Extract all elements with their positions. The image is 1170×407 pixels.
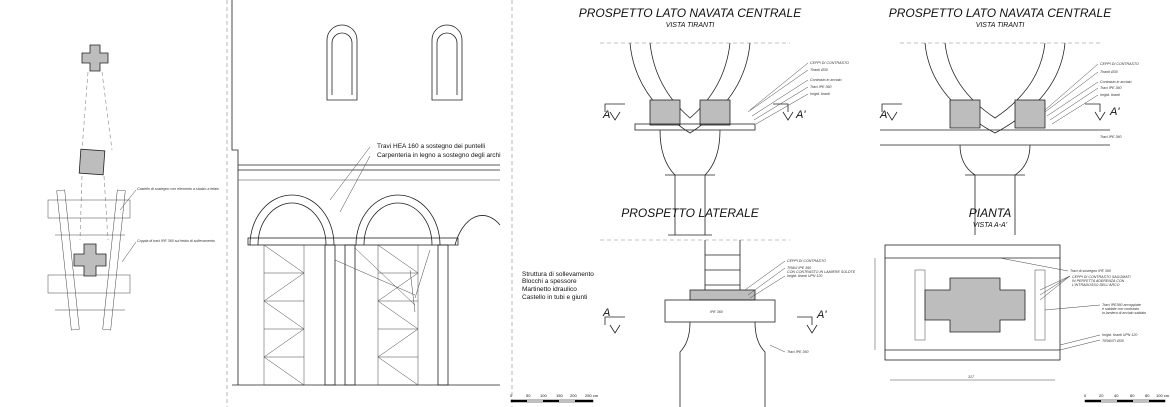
callout: Travi IPE360 accoppiate bbox=[1102, 303, 1141, 307]
scale-tick: 80 bbox=[1145, 393, 1150, 398]
panel-prospetto-laterale: PROSPETTO LATERALE IPE 360 A A' CEPPI DI… bbox=[600, 206, 856, 407]
elevation-label: Martinetto idraulico bbox=[522, 286, 577, 293]
callout: Tiranti Ø30 bbox=[1100, 70, 1118, 74]
panel-subtitle: VISTA A-A' bbox=[973, 222, 1008, 229]
callout: L'INTRADOSSO DELL'ARCO bbox=[1072, 283, 1120, 287]
section-marker: A bbox=[602, 109, 610, 121]
callout: Contrasto in acciaio bbox=[810, 78, 842, 82]
scale-tick: 50 bbox=[526, 393, 531, 398]
scale-tick: 20 bbox=[1099, 393, 1104, 398]
section-marker: A' bbox=[795, 109, 806, 121]
callout: Travi IPE 360 bbox=[787, 350, 809, 354]
elevation-label: Struttura di sollevamento bbox=[522, 271, 594, 278]
scale-tick: 0 bbox=[1084, 393, 1087, 398]
callout: in lamiera di acciaio saldato bbox=[1102, 311, 1146, 315]
window bbox=[326, 24, 358, 101]
panel-subtitle: VISTA TIRANTI bbox=[666, 22, 715, 29]
pillar-section bbox=[924, 277, 1026, 333]
panel-pianta: PIANTA VISTA A-A' 317 Travi di sostegno … bbox=[874, 206, 1170, 403]
section-marker: A' bbox=[1109, 106, 1120, 118]
panel-title: PIANTA bbox=[969, 206, 1011, 220]
callout: Travi IPE 360 bbox=[1100, 86, 1122, 90]
callout: TRAVI IPE 360 bbox=[787, 266, 811, 270]
callout: Irrigid. tiranti bbox=[810, 92, 830, 96]
beam-label: IPE 360 bbox=[710, 310, 723, 314]
scale-bar-elevation: 0 50 100 150 200 250 cm bbox=[510, 393, 599, 403]
callout: CON CONTRASTO IN LAMIERE SOLDTE bbox=[787, 270, 856, 274]
pillar-plan-top bbox=[81, 44, 109, 72]
panel-title: PROSPETTO LATO NAVATA CENTRALE bbox=[579, 6, 803, 20]
callout: Tiranti Ø30 bbox=[810, 68, 828, 72]
callout: Irrigid. tiranti UPN 120 bbox=[787, 274, 822, 278]
section-marker: A' bbox=[816, 309, 827, 321]
callout: CEPPI DI CONTRASTO bbox=[1100, 62, 1139, 66]
scale-tick: 100 bbox=[540, 393, 547, 398]
callout: Contrasto in acciaio bbox=[1100, 80, 1132, 84]
scale-tick: 250 cm bbox=[585, 393, 599, 398]
church-elevation: Travi HEA 160 a sostegno dei puntelli Ca… bbox=[231, 0, 599, 403]
plan-label: Coppia di travi IPE 360 sul telaio di so… bbox=[137, 239, 215, 243]
scale-tick: 40 bbox=[1114, 393, 1119, 398]
callout: IN PERFETTA ADERENZA CON bbox=[1072, 279, 1125, 283]
panel-prospetto-navata-1: PROSPETTO LATO NAVATA CENTRALE VISTA TIR… bbox=[579, 6, 849, 236]
panel-subtitle: VISTA TIRANTI bbox=[976, 22, 1025, 29]
scale-tick: 60 bbox=[1130, 393, 1135, 398]
section-marker: A bbox=[602, 307, 610, 319]
lifting-beam bbox=[247, 237, 459, 246]
scale-tick: 150 bbox=[556, 393, 563, 398]
callout: e saldate con contrasto bbox=[1102, 307, 1139, 311]
scale-tick: 100 cm bbox=[1156, 393, 1170, 398]
plan-label: Castello di sostegno con elemento a sbal… bbox=[137, 187, 219, 191]
elevation-label: Blocchi a spessore bbox=[522, 278, 577, 285]
pillar-plan-mid bbox=[78, 148, 106, 176]
beam bbox=[664, 299, 776, 323]
callout: Travi IPE 360 bbox=[1100, 135, 1122, 139]
pillar-plan-bottom bbox=[73, 243, 107, 277]
beam bbox=[634, 123, 756, 131]
panel-title: PROSPETTO LATERALE bbox=[621, 206, 760, 220]
callout: Travi di sostegno IPE 360 bbox=[1070, 269, 1111, 273]
panel-prospetto-navata-2: PROSPETTO LATO NAVATA CENTRALE VISTA TIR… bbox=[879, 6, 1139, 235]
window bbox=[431, 24, 463, 101]
callout: TIRANTI Ø30 bbox=[1102, 339, 1124, 343]
callout: CEPPI DI CONTRASTO bbox=[810, 61, 849, 65]
elevation-label: Travi HEA 160 a sostegno dei puntelli bbox=[377, 143, 485, 150]
callout: Irrigid. tiranti UPN 120 bbox=[1102, 333, 1137, 337]
scale-bar-pianta: 0 20 40 60 80 100 cm bbox=[1084, 393, 1170, 403]
callout: CEPPI DI CONTRASTO bbox=[787, 259, 826, 263]
section-marker: A bbox=[879, 109, 887, 121]
elevation-label: Castello in tubi e giunti bbox=[522, 294, 587, 301]
scale-tick: 0 bbox=[510, 393, 513, 398]
scale-tick: 200 bbox=[570, 393, 577, 398]
callout: CEPPI DI CONTRASTO SAGOMATI bbox=[1072, 275, 1131, 279]
left-plan: Castello di sostegno con elemento a sbal… bbox=[47, 44, 219, 331]
panel-title: PROSPETTO LATO NAVATA CENTRALE bbox=[889, 6, 1113, 20]
elevation-label: Carpenteria in legno a sostegno degli ar… bbox=[377, 152, 501, 159]
callout: Irrigid. tiranti bbox=[1100, 93, 1120, 97]
dimension: 317 bbox=[968, 375, 975, 379]
callout: Travi IPE 360 bbox=[810, 85, 832, 89]
